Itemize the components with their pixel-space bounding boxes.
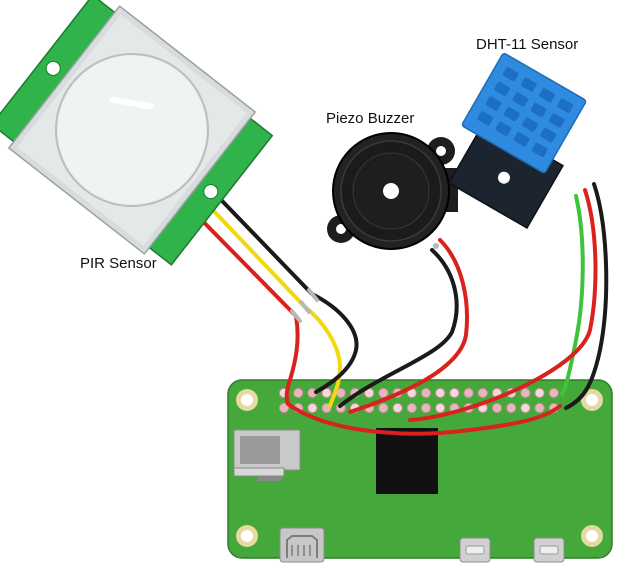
piezo-buzzer (327, 132, 458, 250)
dht11-sensor (447, 53, 587, 229)
dht-green-wire (560, 194, 585, 396)
gpio-pin (520, 387, 531, 399)
grille-slot (540, 128, 557, 143)
gpio-pin (420, 387, 432, 399)
grille-slot (548, 113, 565, 128)
gpio-pin (520, 402, 531, 414)
micro-usb-port (533, 537, 565, 563)
grille-slot (512, 92, 529, 107)
pir-yellow-wire (188, 184, 342, 408)
grille-slot (495, 121, 512, 136)
gpio-pin (307, 402, 318, 414)
gpio-pin (477, 387, 488, 399)
grille-slot (485, 96, 502, 111)
gpio-pin (534, 387, 545, 399)
grille-slot (539, 88, 555, 103)
gpio-pin (534, 402, 545, 414)
gpio-pin (548, 387, 559, 399)
raspberry-pi-zero-board (227, 379, 613, 563)
grille-slot (513, 132, 530, 147)
dht-grille (477, 67, 574, 157)
dht11-sensor-label: DHT-11 Sensor (476, 36, 579, 53)
grille-slot (502, 67, 519, 82)
piezo-buzzer-label: Piezo Buzzer (326, 110, 415, 127)
mini-hdmi-port (279, 527, 325, 563)
mounting-hole (581, 525, 603, 547)
gpio-pin (506, 402, 517, 414)
sd-card-slot (233, 429, 301, 481)
pir-sensor (0, 0, 274, 266)
dht-red-wire (408, 188, 598, 422)
grille-slot (557, 98, 574, 113)
grille-slot (521, 77, 537, 92)
mounting-hole (236, 389, 258, 411)
grille-slot (522, 117, 538, 132)
gpio-pin (435, 402, 446, 414)
gpio-pin (321, 387, 332, 399)
gpio-pin (392, 402, 403, 414)
pir-red-wire (176, 194, 562, 436)
dht-black-wire (564, 182, 609, 410)
pir-sensor-label: PIR Sensor (80, 255, 157, 272)
gpio-pin (435, 387, 446, 399)
mounting-hole (581, 389, 603, 411)
grille-slot (531, 142, 548, 157)
processor-chip (376, 428, 438, 494)
grille-slot (504, 107, 520, 122)
pir-black-wire (198, 176, 359, 394)
wires (176, 176, 609, 436)
gpio-pin (449, 387, 460, 399)
gpio-pin (491, 402, 503, 414)
micro-usb-port (459, 537, 491, 563)
gpio-pin (463, 387, 474, 399)
gpio-pin (420, 402, 432, 414)
gpio-pin (278, 402, 290, 414)
grille-slot (494, 81, 510, 97)
buzzer-black-wire (338, 248, 459, 408)
gpio-pin (406, 402, 417, 414)
gpio-pin (293, 387, 304, 399)
grille-slot (530, 102, 547, 118)
gpio-pin (378, 402, 389, 414)
mounting-hole (236, 525, 258, 547)
gpio-pin (378, 387, 389, 399)
buzzer-red-wire (348, 238, 469, 414)
grille-slot (477, 111, 493, 126)
